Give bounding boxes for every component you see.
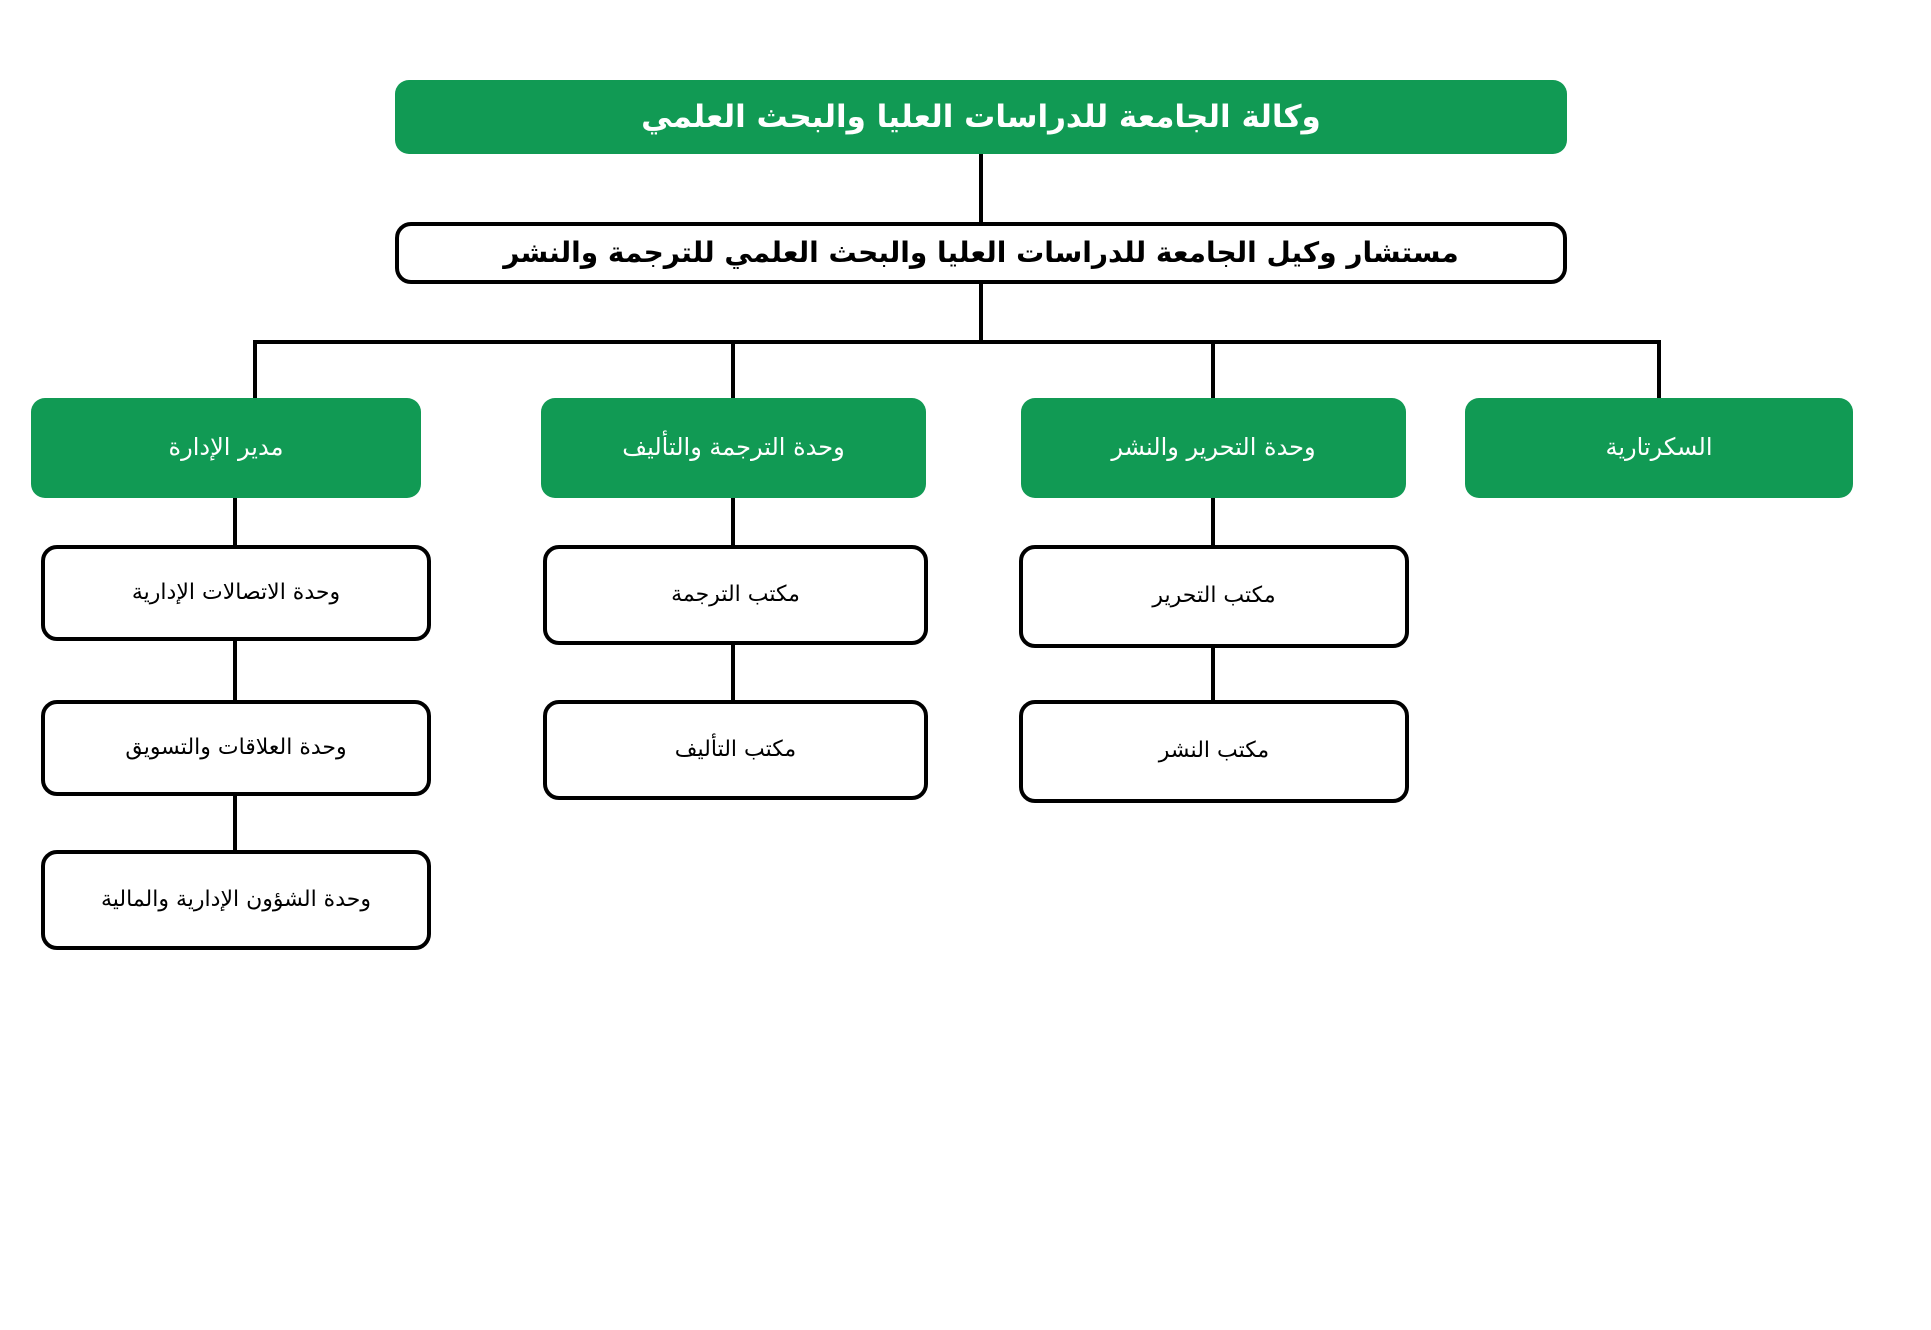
connector-horizontal-bus — [253, 340, 1661, 344]
node-unit-secretariat[interactable]: السكرتارية — [1465, 398, 1853, 498]
node-label-translation-office: مكتب الترجمة — [671, 581, 800, 607]
connector-editing-unit-to-editing-office — [1211, 498, 1215, 545]
node-publishing-office[interactable]: مكتب النشر — [1019, 700, 1409, 803]
connector-translation-unit-to-translation-office — [731, 498, 735, 545]
connector-advisor-to-bus — [979, 284, 983, 342]
node-label-publishing-office: مكتب النشر — [1158, 738, 1270, 764]
node-label-advisor: مستشار وكيل الجامعة للدراسات العليا والب… — [503, 235, 1459, 269]
node-label-unit-secretariat: السكرتارية — [1605, 433, 1713, 462]
connector-root-to-advisor — [979, 154, 983, 222]
node-label-relations-marketing: وحدة العلاقات والتسويق — [125, 734, 347, 760]
node-label-unit-translation-authoring: وحدة الترجمة والتأليف — [622, 433, 845, 462]
node-advisor-translation-publishing[interactable]: مستشار وكيل الجامعة للدراسات العليا والب… — [395, 222, 1567, 284]
node-university-vice-rectorate[interactable]: وكالة الجامعة للدراسات العليا والبحث الع… — [395, 80, 1567, 154]
node-authoring-office[interactable]: مكتب التأليف — [543, 700, 928, 800]
node-unit-editing-publishing[interactable]: وحدة التحرير والنشر — [1021, 398, 1406, 498]
node-unit-translation-authoring[interactable]: وحدة الترجمة والتأليف — [541, 398, 926, 498]
node-administrative-communications-unit[interactable]: وحدة الاتصالات الإدارية — [41, 545, 431, 641]
connector-bus-to-unit-editing-publishing — [1211, 340, 1215, 398]
node-unit-administration-director[interactable]: مدير الإدارة — [31, 398, 421, 498]
node-label-administrative-communications: وحدة الاتصالات الإدارية — [131, 579, 341, 605]
connector-administration-director-to-communications — [233, 492, 237, 545]
node-label-unit-administration-director: مدير الإدارة — [168, 433, 284, 462]
connector-relations-marketing-to-financial-affairs — [233, 796, 237, 850]
connector-editing-office-to-publishing-office — [1211, 648, 1215, 700]
connector-bus-to-unit-secretariat — [1657, 340, 1661, 398]
connector-communications-to-relations-marketing — [233, 641, 237, 700]
connector-translation-office-to-authoring-office — [731, 645, 735, 700]
node-relations-marketing-unit[interactable]: وحدة العلاقات والتسويق — [41, 700, 431, 796]
node-label-unit-editing-publishing: وحدة التحرير والنشر — [1111, 433, 1316, 462]
node-label-authoring-office: مكتب التأليف — [674, 736, 797, 762]
node-label-administrative-financial-affairs: وحدة الشؤون الإدارية والمالية — [101, 886, 371, 912]
connector-bus-to-unit-administration-director — [253, 340, 257, 398]
node-label-root: وكالة الجامعة للدراسات العليا والبحث الع… — [641, 98, 1321, 135]
node-administrative-financial-affairs-unit[interactable]: وحدة الشؤون الإدارية والمالية — [41, 850, 431, 950]
node-translation-office[interactable]: مكتب الترجمة — [543, 545, 928, 645]
node-editing-office[interactable]: مكتب التحرير — [1019, 545, 1409, 648]
node-label-editing-office: مكتب التحرير — [1152, 583, 1276, 609]
connector-bus-to-unit-translation-authoring — [731, 340, 735, 398]
